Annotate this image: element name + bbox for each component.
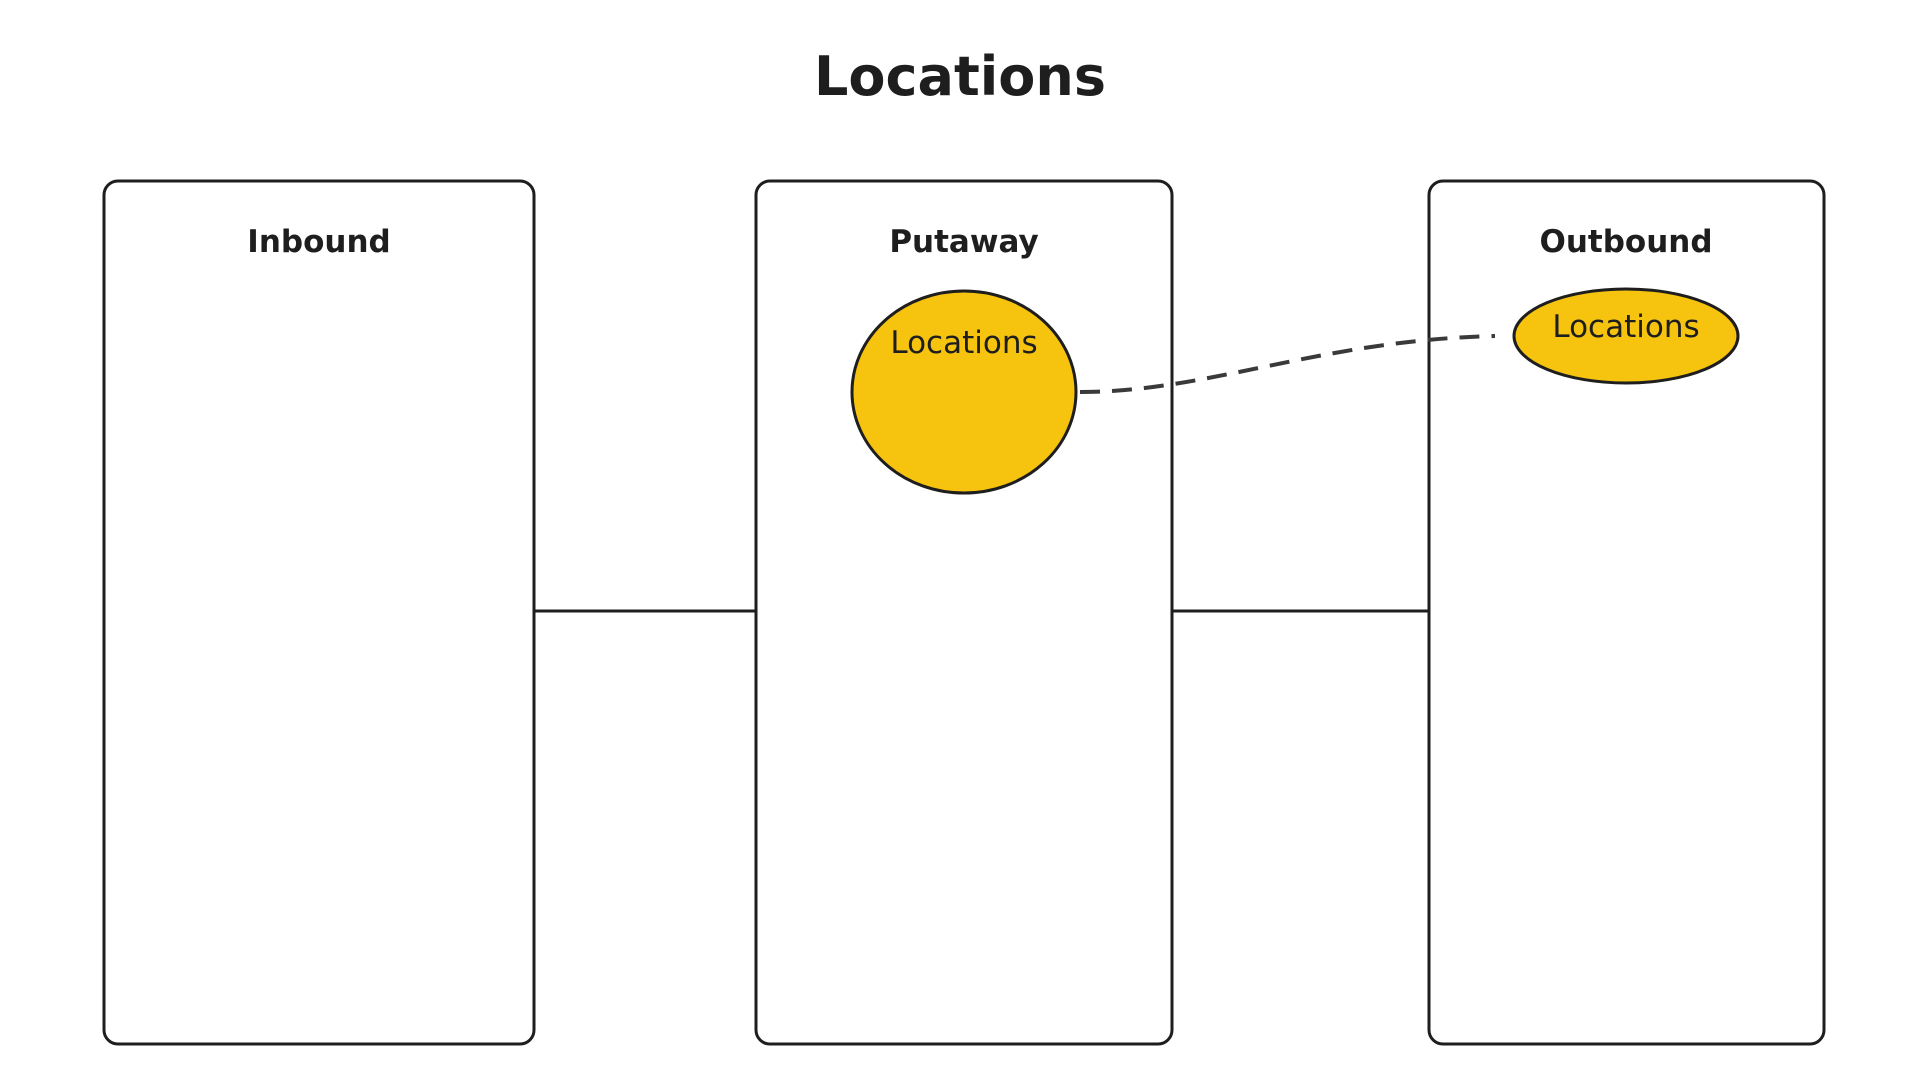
node-putaway-locations[interactable]: [850, 289, 1078, 495]
lane-label-outbound: Outbound: [1539, 224, 1712, 260]
node-outbound-locations-label: Locations: [1552, 309, 1699, 345]
lane-label-putaway: Putaway: [889, 224, 1038, 260]
lane-outbound[interactable]: [1427, 179, 1826, 1046]
dashed-link-locations: [1079, 334, 1496, 394]
node-putaway-locations-label: Locations: [890, 325, 1037, 361]
lane-label-inbound: Inbound: [247, 224, 390, 260]
node-outbound-locations[interactable]: [1512, 287, 1740, 385]
diagram-title: Locations: [814, 45, 1106, 108]
lane-inbound[interactable]: [102, 179, 536, 1046]
